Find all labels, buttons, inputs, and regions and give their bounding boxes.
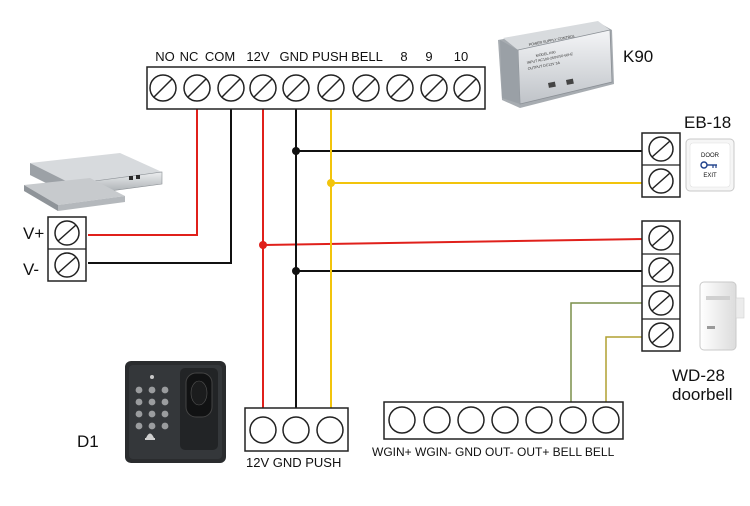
wires [88,101,646,413]
lock-screw-vplus [54,220,80,246]
key-icon [700,161,717,169]
doorbell-terminal-block [641,220,681,352]
junction-dot-gnd-upper [292,147,300,155]
wire-bell-yellow [605,336,645,402]
junction-dot-push [327,179,335,187]
top-terminal-screw-slot [187,78,207,98]
keypad-key [161,410,169,418]
reader-screw-push [316,416,344,444]
output-terminal-screw [525,406,553,434]
top-terminal-label: 12V [246,49,269,64]
keypad-key [148,398,156,406]
junction-dots [259,147,335,275]
keypad-key [161,386,169,394]
keypad-key [135,422,143,430]
wire-12v-to-bell-terminal [262,238,646,246]
lock-terminal-vminus-label: V- [23,260,39,279]
lock-screw-vminus [54,252,80,278]
output-terminal-screw [559,406,587,434]
junction-dot-gnd-lower [292,267,300,275]
top-terminal-screw-slot [253,78,273,98]
keypad-key [161,398,169,406]
doorbell-wd28-image: WD-28 doorbell [672,281,745,404]
doorbell-screw-1 [648,225,674,251]
keypad-key [135,386,143,394]
reader-keypad [135,386,169,430]
top-terminal-screw-slot [356,78,376,98]
doorbell-screw-3 [648,290,674,316]
magnetic-lock-image [24,153,163,211]
keypad-key [135,410,143,418]
output-terminal-screw [592,406,620,434]
wire-bell-green [570,302,645,402]
top-terminal-label: NO [155,49,175,64]
bell-icon [145,433,155,440]
keypad-key [148,422,156,430]
output-terminal-label: WGIN+ WGIN- GND OUT- OUT+ BELL BELL [372,445,615,459]
wire-nc-to-lock-vplus [88,101,198,236]
top-terminal-label: PUSH [312,49,348,64]
psu-panel-output: OUTPUT DC12V 3A [527,61,560,71]
reader-terminal-label: 12V GND PUSH [246,455,341,470]
device-label-wd28: WD-28 [672,366,725,385]
top-terminal-screw-slot [321,78,341,98]
top-terminal-screw-slot [424,78,444,98]
top-terminal-label: 9 [425,49,432,64]
output-terminal-screw [423,406,451,434]
exit-plate-line2: EXIT [703,173,717,179]
exit-button-screw-2 [648,168,674,194]
top-terminal-label: 10 [454,49,468,64]
doorbell-screw-2 [648,257,674,283]
output-terminal-screw [457,406,485,434]
reader-terminal-block: 12V GND PUSH [244,407,349,470]
output-terminal-block: WGIN+ WGIN- GND OUT- OUT+ BELL BELL [372,401,624,459]
device-label-d1: D1 [77,432,99,451]
device-label-doorbell: doorbell [672,385,733,404]
top-terminal-screw-slot [221,78,241,98]
reader-screw-gnd [282,416,310,444]
power-supply-k90: POWER SUPPLY CONTROL MODEL K90 INPUT AC1… [498,21,653,108]
reader-d1-image: D1 [77,361,226,463]
top-terminal-label: COM [205,49,235,64]
exit-button-eb18: EB-18 DOOR EXIT [641,113,735,198]
output-terminal-screw [491,406,519,434]
lock-terminal-vplus-label: V+ [23,224,44,243]
lock-terminal-block: V+ V- [23,216,87,282]
top-terminal-label: BELL [351,49,383,64]
psu-panel-model: MODEL K90 [535,50,555,58]
exit-button-screw-1 [648,136,674,162]
device-label-eb18: EB-18 [684,113,731,132]
keypad-key [148,410,156,418]
reader-screw-12v [249,416,277,444]
exit-plate-line1: DOOR [701,153,720,159]
junction-dot-12v [259,241,267,249]
output-terminal-screw [388,406,416,434]
top-terminal-screw-slot [153,78,173,98]
top-terminal-screw-slot [457,78,477,98]
keypad-key [161,422,169,430]
top-terminal-label: NC [180,49,199,64]
device-label-k90: K90 [623,47,653,66]
top-terminal-screw-slot [390,78,410,98]
top-terminal-screw-slot [286,78,306,98]
top-terminal-label: 8 [400,49,407,64]
wire-com-to-lock-vminus [88,101,232,264]
keypad-key [135,398,143,406]
top-terminal-label: GND [280,49,309,64]
doorbell-screw-4 [648,322,674,348]
keypad-key [148,386,156,394]
